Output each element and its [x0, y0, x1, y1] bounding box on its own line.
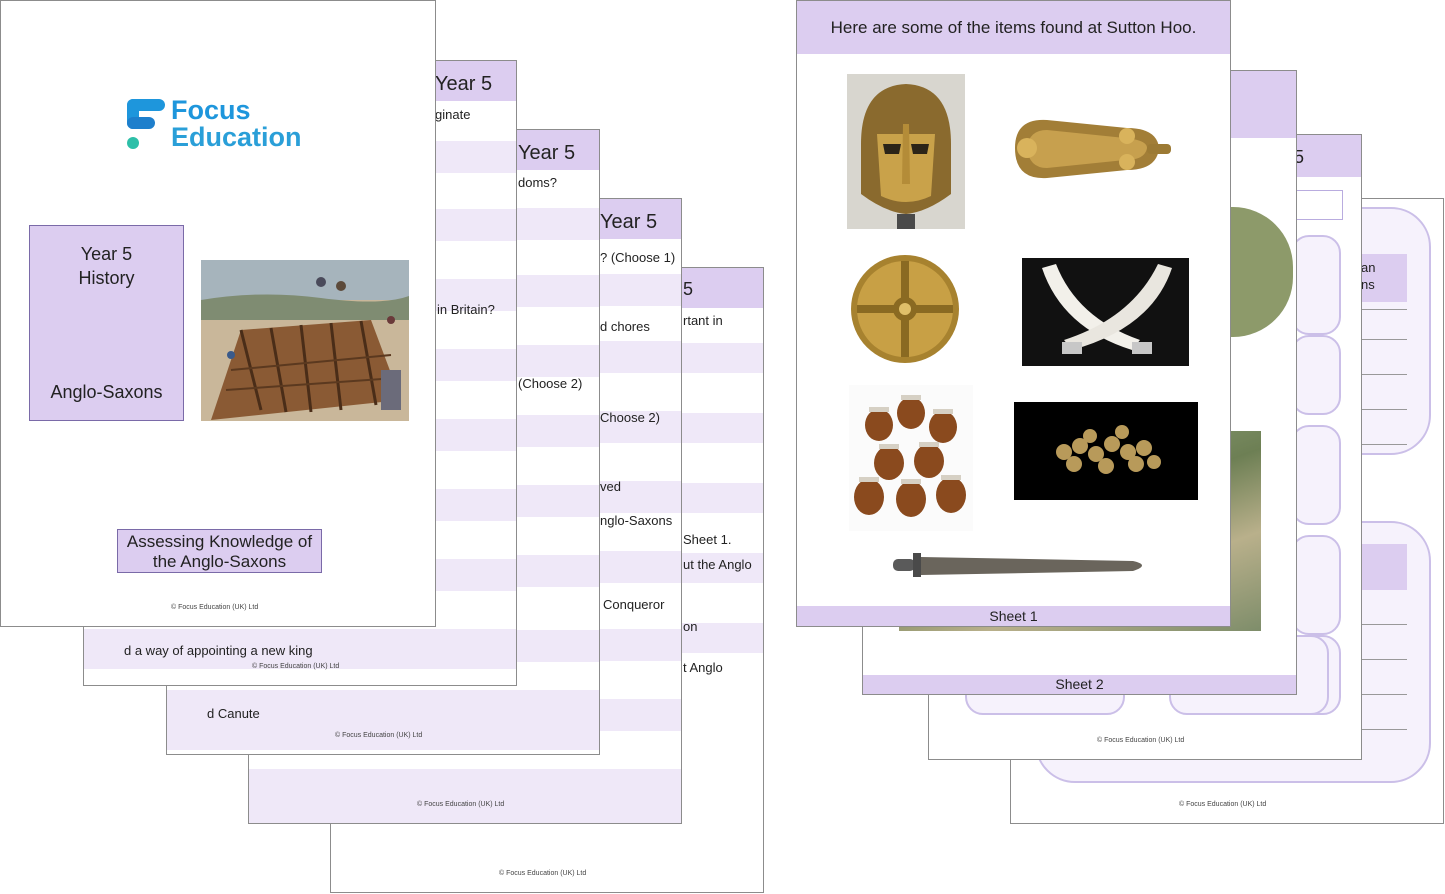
roundhouse-image	[1231, 207, 1293, 337]
footer-band	[863, 675, 1296, 694]
question-fragment: nglo-Saxons	[600, 513, 673, 528]
sheet-header: Here are some of the items found at Sutt…	[830, 18, 1197, 37]
sword-image	[893, 553, 1142, 577]
copyright-footer: © Focus Education (UK) Ltd	[335, 732, 423, 739]
helmet-image	[847, 74, 965, 229]
cover-subject: History	[78, 268, 135, 288]
subject-box: Year 5 History Anglo-Saxons	[29, 225, 184, 421]
question-fragment: Choose 2)	[600, 410, 660, 425]
shield-boss-image	[851, 255, 959, 363]
cover-title-line1: Assessing Knowledge of	[126, 532, 313, 551]
logo-text-line2: Education	[171, 122, 302, 152]
logo-text-line1: Focus	[171, 95, 251, 125]
buckle-image	[1015, 119, 1171, 179]
copyright-footer: © Focus Education (UK) Ltd	[1097, 737, 1185, 744]
cover-title-box: Assessing Knowledge of the Anglo-Saxons	[117, 529, 322, 573]
copyright-footer: © Focus Education (UK) Ltd	[417, 801, 505, 808]
question-fragment: rtant in	[683, 313, 723, 328]
sheet-1: Here are some of the items found at Sutt…	[796, 0, 1231, 627]
cover-year: Year 5	[80, 244, 133, 264]
sheet-label: Sheet 1	[989, 608, 1038, 624]
question-fragment: Conqueror	[603, 597, 665, 612]
copyright-footer: © Focus Education (UK) Ltd	[252, 663, 340, 670]
footer-band	[797, 606, 1230, 626]
ship-burial-illustration	[201, 260, 409, 421]
sheet-label: Sheet 2	[1055, 676, 1104, 692]
question-fragment: d chores	[600, 319, 650, 334]
answer-option: d Canute	[207, 706, 260, 721]
question-fragment: Sheet 1.	[683, 532, 732, 547]
answer-option: d a way of appointing a new king	[124, 643, 313, 658]
cover-sheet: Focus Education Year 5 History Anglo-Sax…	[0, 0, 436, 627]
question-fragment: in Britain?	[437, 302, 495, 317]
copyright-footer: © Focus Education (UK) Ltd	[1179, 801, 1267, 808]
question-fragment: t Anglo	[683, 660, 723, 675]
question-fragment: ginate	[435, 107, 471, 122]
question-fragment: an	[1361, 260, 1376, 275]
question-fragment: (Choose 2)	[518, 376, 583, 391]
copyright-footer: © Focus Education (UK) Ltd	[499, 870, 587, 877]
copyright-footer: © Focus Education (UK) Ltd	[171, 604, 259, 611]
pots-image	[849, 385, 973, 531]
header-band	[797, 1, 1230, 54]
coins-image	[1014, 402, 1198, 500]
question-fragment: ut the Anglo	[683, 557, 752, 572]
question-fragment: ved	[600, 479, 621, 494]
question-fragment: doms?	[518, 175, 558, 190]
year-label: Year 5	[435, 73, 493, 95]
drinking-horns-image	[1022, 258, 1189, 366]
year-label: Year 5	[518, 142, 576, 164]
cover-title-line2: the Anglo-Saxons	[152, 552, 287, 571]
cover-topic: Anglo-Saxons	[50, 382, 163, 402]
year-label: 5	[1294, 147, 1305, 167]
focus-education-logo: Focus Education	[125, 95, 325, 157]
logo-mark-icon	[127, 99, 165, 149]
year-label: 5	[683, 279, 694, 299]
question-fragment: ? (Choose 1)	[600, 250, 676, 265]
question-fragment: on	[683, 619, 698, 634]
year-label: Year 5	[600, 211, 658, 233]
question-fragment: ns	[1361, 277, 1375, 292]
